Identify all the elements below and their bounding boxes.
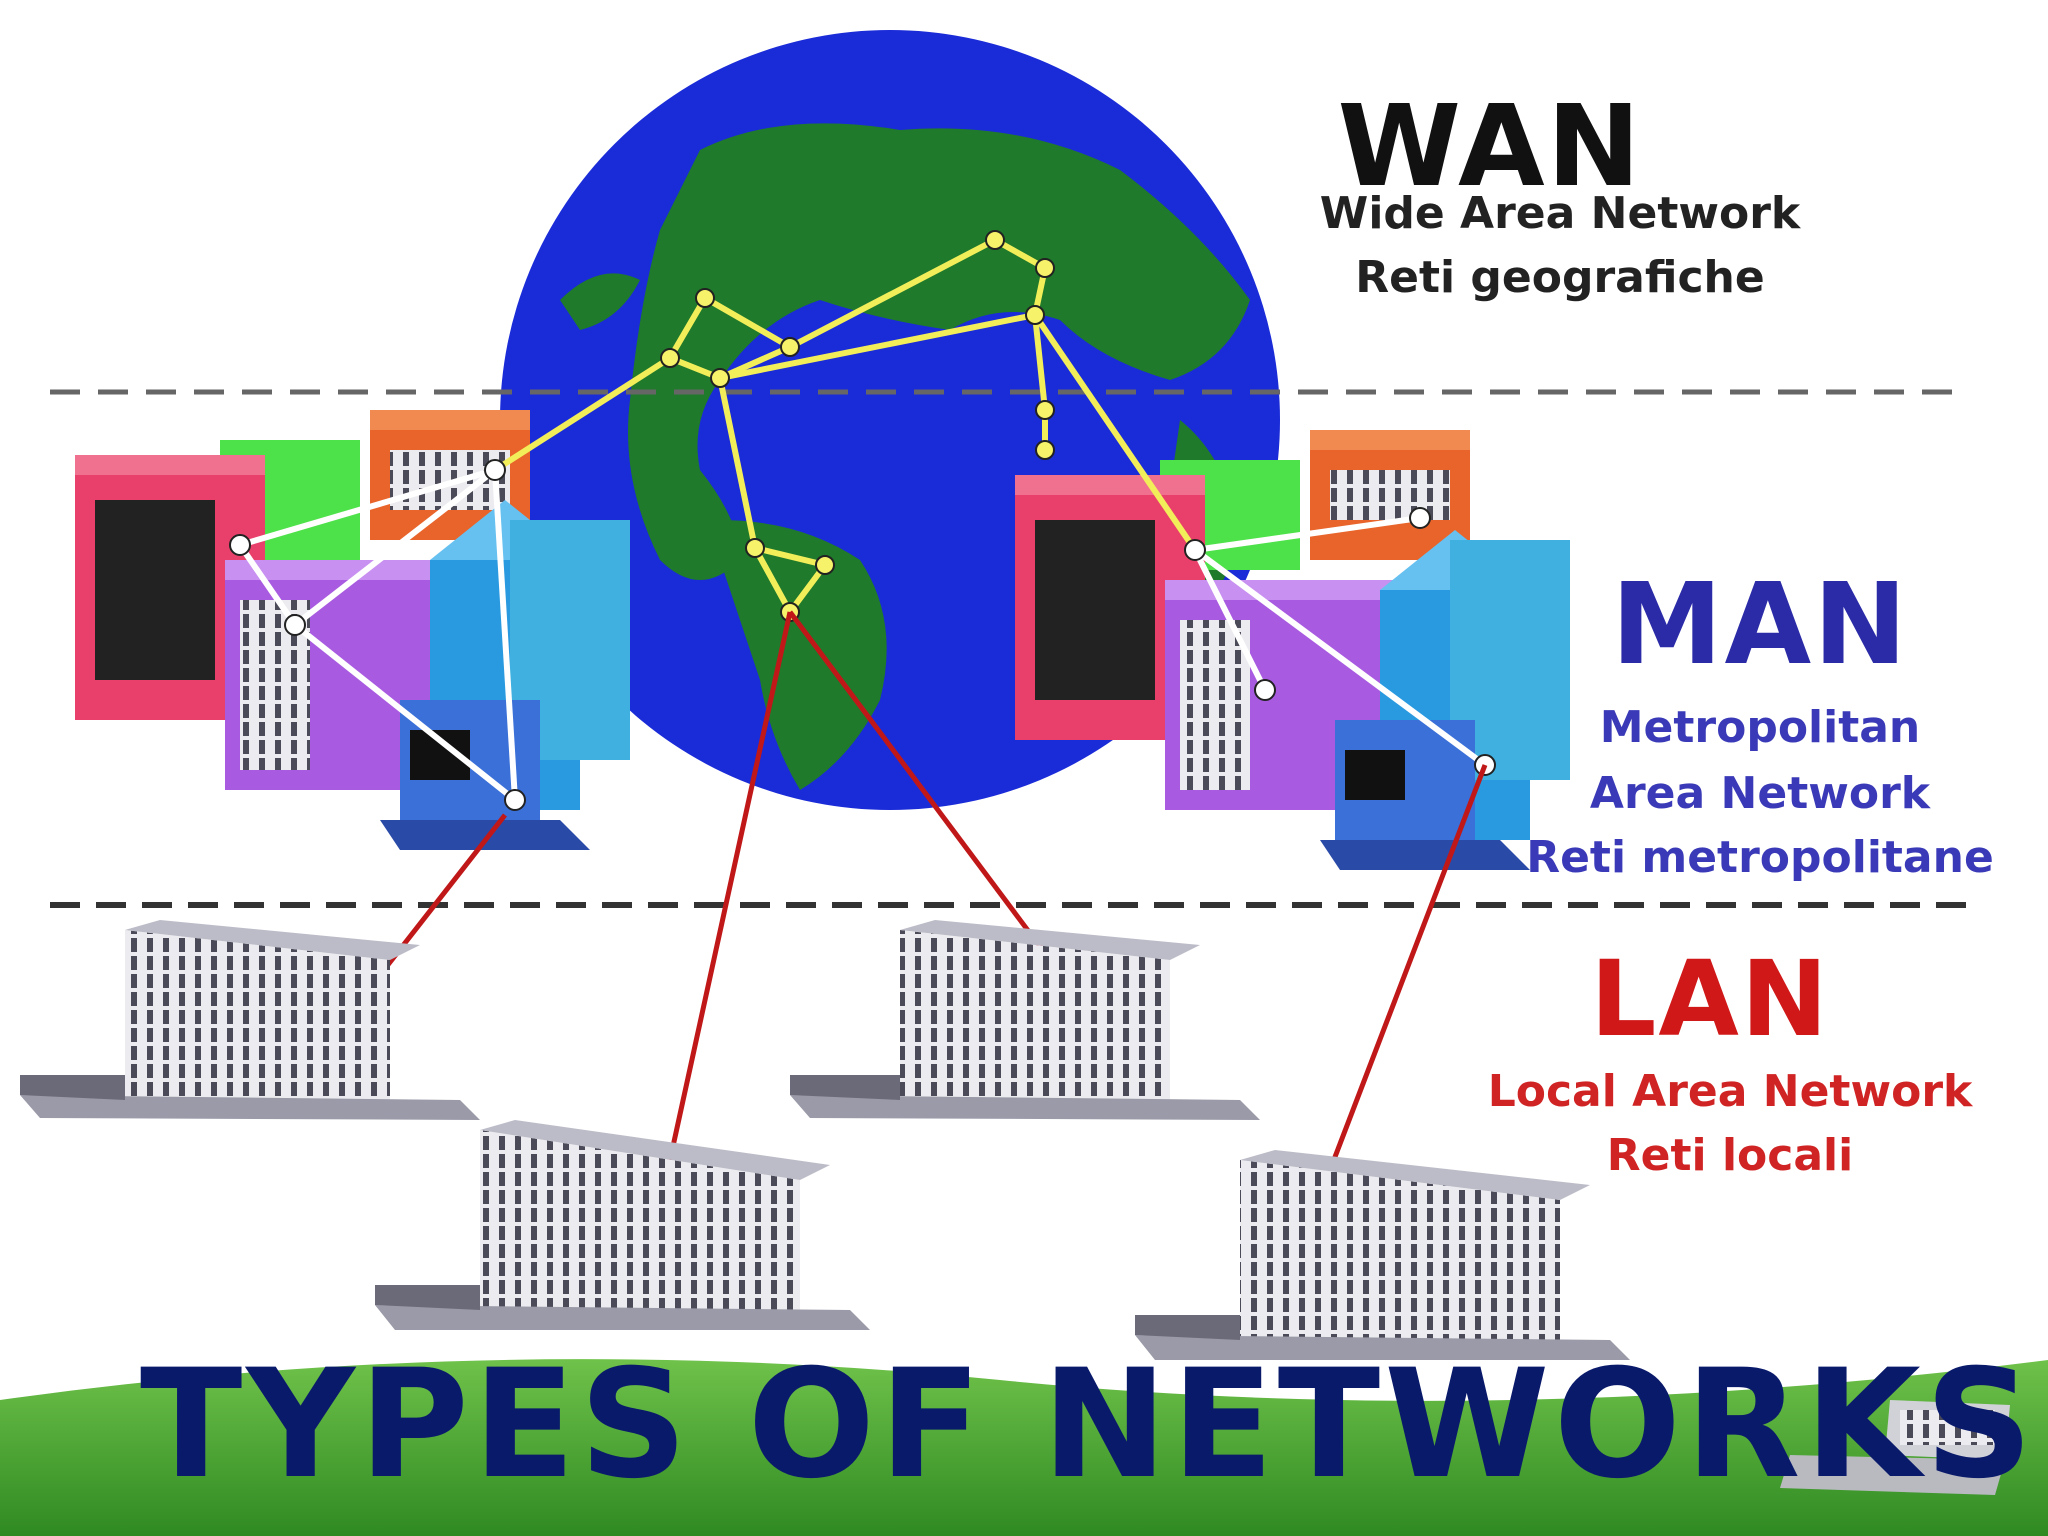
office-building-4 bbox=[1135, 1150, 1630, 1360]
man-full-name-line2: Area Network bbox=[1589, 768, 1931, 819]
man-italian-name: Reti metropolitane bbox=[1526, 832, 1994, 883]
lan-full-name: Local Area Network bbox=[1487, 1066, 1973, 1117]
lan-title: LAN bbox=[1590, 938, 1830, 1060]
man-title: MAN bbox=[1611, 560, 1909, 690]
slide-title: TYPES OF NETWORKS bbox=[140, 1338, 2037, 1512]
wan-italian-name: Reti geografiche bbox=[1355, 252, 1765, 303]
lan-links bbox=[378, 610, 1488, 1171]
office-building-1 bbox=[20, 920, 480, 1120]
left-city-cluster bbox=[75, 410, 630, 850]
laptop-icon bbox=[1780, 1400, 2010, 1495]
green-ground bbox=[0, 1359, 2048, 1536]
office-building-3 bbox=[375, 1120, 870, 1330]
right-city-cluster bbox=[1015, 430, 1570, 870]
office-building-2 bbox=[790, 920, 1260, 1120]
wan-full-name: Wide Area Network bbox=[1319, 188, 1801, 239]
man-full-name-line1: Metropolitan bbox=[1599, 702, 1921, 753]
wan-title: WAN bbox=[1337, 82, 1643, 212]
lan-italian-name: Reti locali bbox=[1606, 1130, 1854, 1181]
